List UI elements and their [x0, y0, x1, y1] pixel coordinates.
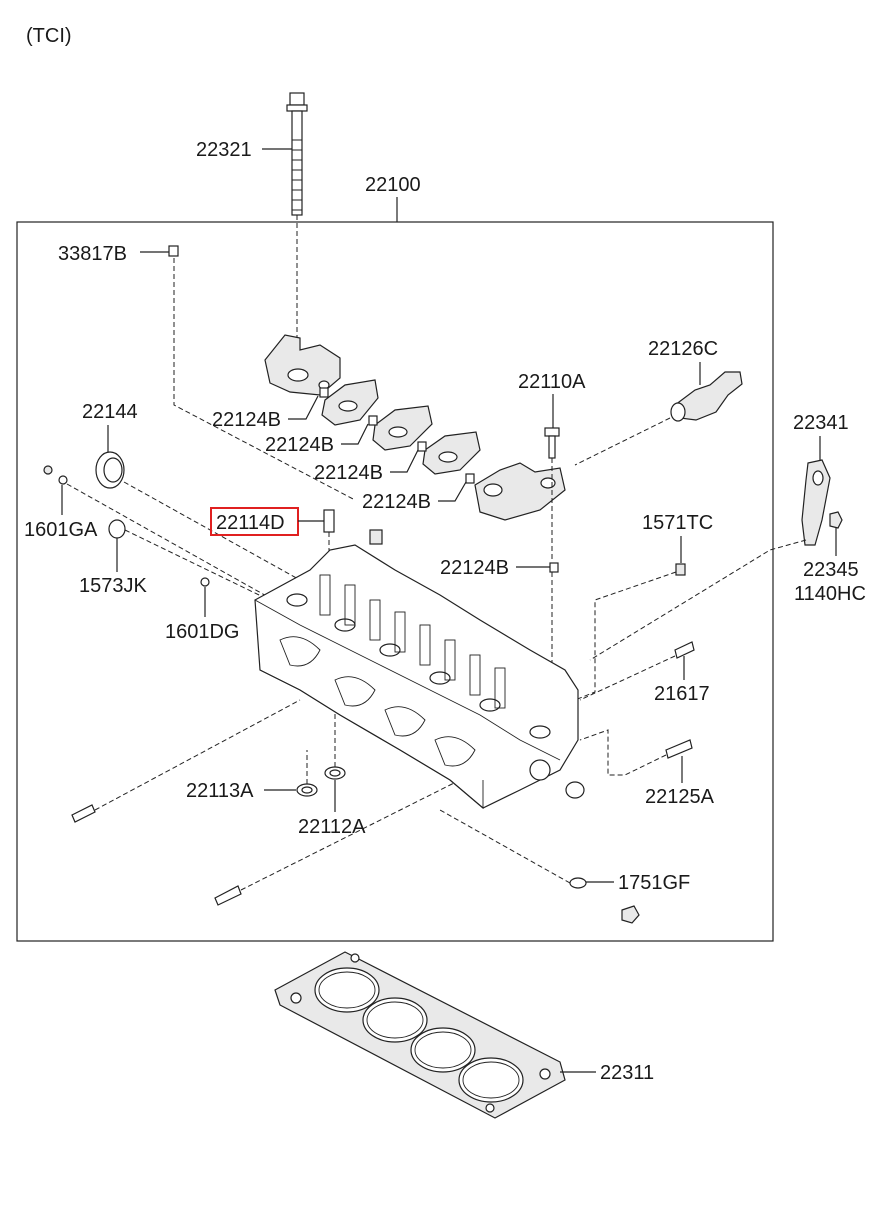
- part-number-label: 1573JK: [79, 575, 147, 597]
- part-number-label: 22124B: [362, 491, 431, 513]
- callout-22113A[interactable]: 22113A: [186, 780, 296, 802]
- dowel-3: [417, 441, 427, 452]
- plug-dg-drawing: [200, 577, 210, 587]
- part-number-label: 22124B: [265, 434, 334, 456]
- callout-1140HC[interactable]: 1140HC: [794, 583, 866, 605]
- part-number-label: 21617: [654, 683, 710, 705]
- callout-22124B-2[interactable]: 22124B: [265, 423, 369, 456]
- long-stud-1-drawing: [71, 804, 96, 823]
- part-number-label: 1140HC: [794, 583, 866, 605]
- dowel-5: [549, 562, 559, 573]
- callout-22126C[interactable]: 22126C: [648, 338, 718, 385]
- part-number-label: 1571TC: [642, 512, 713, 534]
- callout-22124B-1[interactable]: 22124B: [212, 395, 319, 431]
- part-number-label: 22110A: [518, 371, 586, 393]
- long-stud-2-drawing: [214, 885, 242, 906]
- bracket-drawing: [801, 459, 831, 546]
- part-number-label: 22124B: [212, 409, 281, 431]
- plug-drawing: [168, 245, 179, 257]
- part-number-label: 22311: [600, 1062, 654, 1084]
- bearing-cap-drawing-3: [372, 405, 433, 451]
- stud-21617-drawing: [674, 641, 695, 659]
- callout-22124B-4[interactable]: 22124B: [362, 481, 467, 513]
- callout-21617[interactable]: 21617: [654, 656, 710, 705]
- cap-bolt-drawing: [544, 427, 560, 459]
- callout-1571TC[interactable]: 1571TC: [642, 512, 713, 563]
- part-number-label: 22341: [793, 412, 849, 434]
- callout-1573JK[interactable]: 1573JK: [79, 538, 147, 597]
- valve-guide-drawing: [323, 509, 335, 533]
- part-number-label: 22345: [803, 559, 859, 581]
- part-number-label: 1601GA: [24, 519, 98, 541]
- dowel-1: [319, 387, 329, 398]
- callout-33817B[interactable]: 33817B: [58, 243, 169, 265]
- ring-seal-drawing: [108, 519, 126, 539]
- drain-plug-drawing: [621, 905, 640, 924]
- plug-small-1: [43, 465, 53, 475]
- bearing-cap-drawing-2: [321, 379, 379, 426]
- variant-label: (TCI): [26, 25, 72, 47]
- part-number-label: 22126C: [648, 338, 718, 360]
- part-number-label: 22100: [365, 174, 421, 196]
- callout-22125A[interactable]: 22125A: [645, 756, 715, 808]
- head-gasket-drawing: [274, 951, 566, 1119]
- dowel-2: [368, 415, 378, 426]
- part-number-label: 22112A: [298, 816, 366, 838]
- part-number-label: 22125A: [645, 786, 715, 808]
- sensor-drawing: [675, 563, 686, 576]
- part-number-label: 1601DG: [165, 621, 240, 643]
- part-number-label: 22113A: [186, 780, 254, 802]
- callout-22100[interactable]: 22100: [365, 174, 421, 222]
- o-ring-drawing: [569, 877, 587, 889]
- callout-22112A[interactable]: 22112A: [298, 780, 366, 838]
- callout-1601DG[interactable]: 1601DG: [165, 587, 240, 643]
- plug-small-2: [58, 475, 68, 485]
- cylinder-head-drawing: [254, 544, 585, 809]
- callout-1601GA[interactable]: 1601GA: [24, 485, 98, 541]
- callout-1751GF[interactable]: 1751GF: [586, 872, 690, 894]
- callout-22124B-3[interactable]: 22124B: [314, 449, 419, 484]
- bearing-cap-drawing-4: [422, 431, 481, 475]
- callout-22124B-5[interactable]: 22124B: [440, 557, 550, 579]
- bearing-cap-drawing-1: [264, 334, 341, 396]
- part-number-label: 1751GF: [618, 872, 690, 894]
- cylinder-head-assembly-frame: [16, 221, 774, 942]
- callout-22321[interactable]: 22321: [196, 139, 292, 161]
- part-number-label: 22114D: [216, 512, 285, 534]
- stud-22125A-drawing: [665, 739, 693, 759]
- dowel-4: [465, 473, 475, 484]
- part-number-label: 33817B: [58, 243, 127, 265]
- callout-22114D[interactable]: 22114D: [210, 507, 324, 536]
- head-plug-drawing: [369, 529, 383, 545]
- callout-22144[interactable]: 22144: [82, 401, 138, 452]
- callout-22345[interactable]: 22345: [803, 528, 859, 581]
- part-number-label: 22124B: [440, 557, 509, 579]
- callout-22110A[interactable]: 22110A: [518, 371, 586, 428]
- head-bolt-drawing: [286, 92, 308, 216]
- nut-drawing: [829, 511, 843, 529]
- oil-seal-drawing: [95, 451, 125, 489]
- part-number-label: 22124B: [314, 462, 383, 484]
- hose-fitting-drawing: [670, 371, 743, 422]
- part-number-label: 22321: [196, 139, 252, 161]
- part-number-label: 22144: [82, 401, 138, 423]
- callout-22311[interactable]: 22311: [560, 1062, 654, 1084]
- callout-22341[interactable]: 22341: [793, 412, 849, 460]
